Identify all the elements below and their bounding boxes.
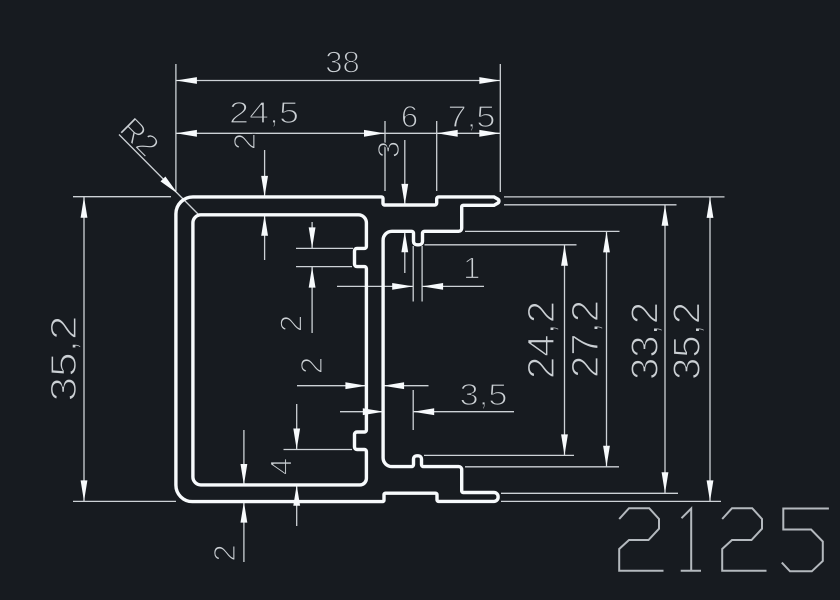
svg-text:2: 2 (227, 133, 262, 150)
svg-text:24,2: 24,2 (521, 301, 563, 379)
svg-text:35,2: 35,2 (667, 302, 709, 380)
svg-text:4: 4 (264, 458, 299, 475)
svg-text:3,5: 3,5 (460, 377, 508, 412)
svg-text:24,5: 24,5 (229, 95, 299, 130)
svg-text:33,2: 33,2 (625, 302, 667, 380)
svg-text:2: 2 (207, 544, 242, 561)
svg-text:3: 3 (371, 141, 406, 158)
svg-text:27,2: 27,2 (565, 300, 607, 378)
svg-text:2: 2 (294, 357, 329, 374)
svg-text:35,2: 35,2 (43, 316, 84, 402)
svg-text:2: 2 (274, 315, 309, 332)
svg-text:6: 6 (401, 99, 418, 134)
svg-text:7,5: 7,5 (448, 99, 496, 134)
svg-text:1: 1 (463, 251, 480, 286)
svg-text:38: 38 (325, 45, 359, 80)
